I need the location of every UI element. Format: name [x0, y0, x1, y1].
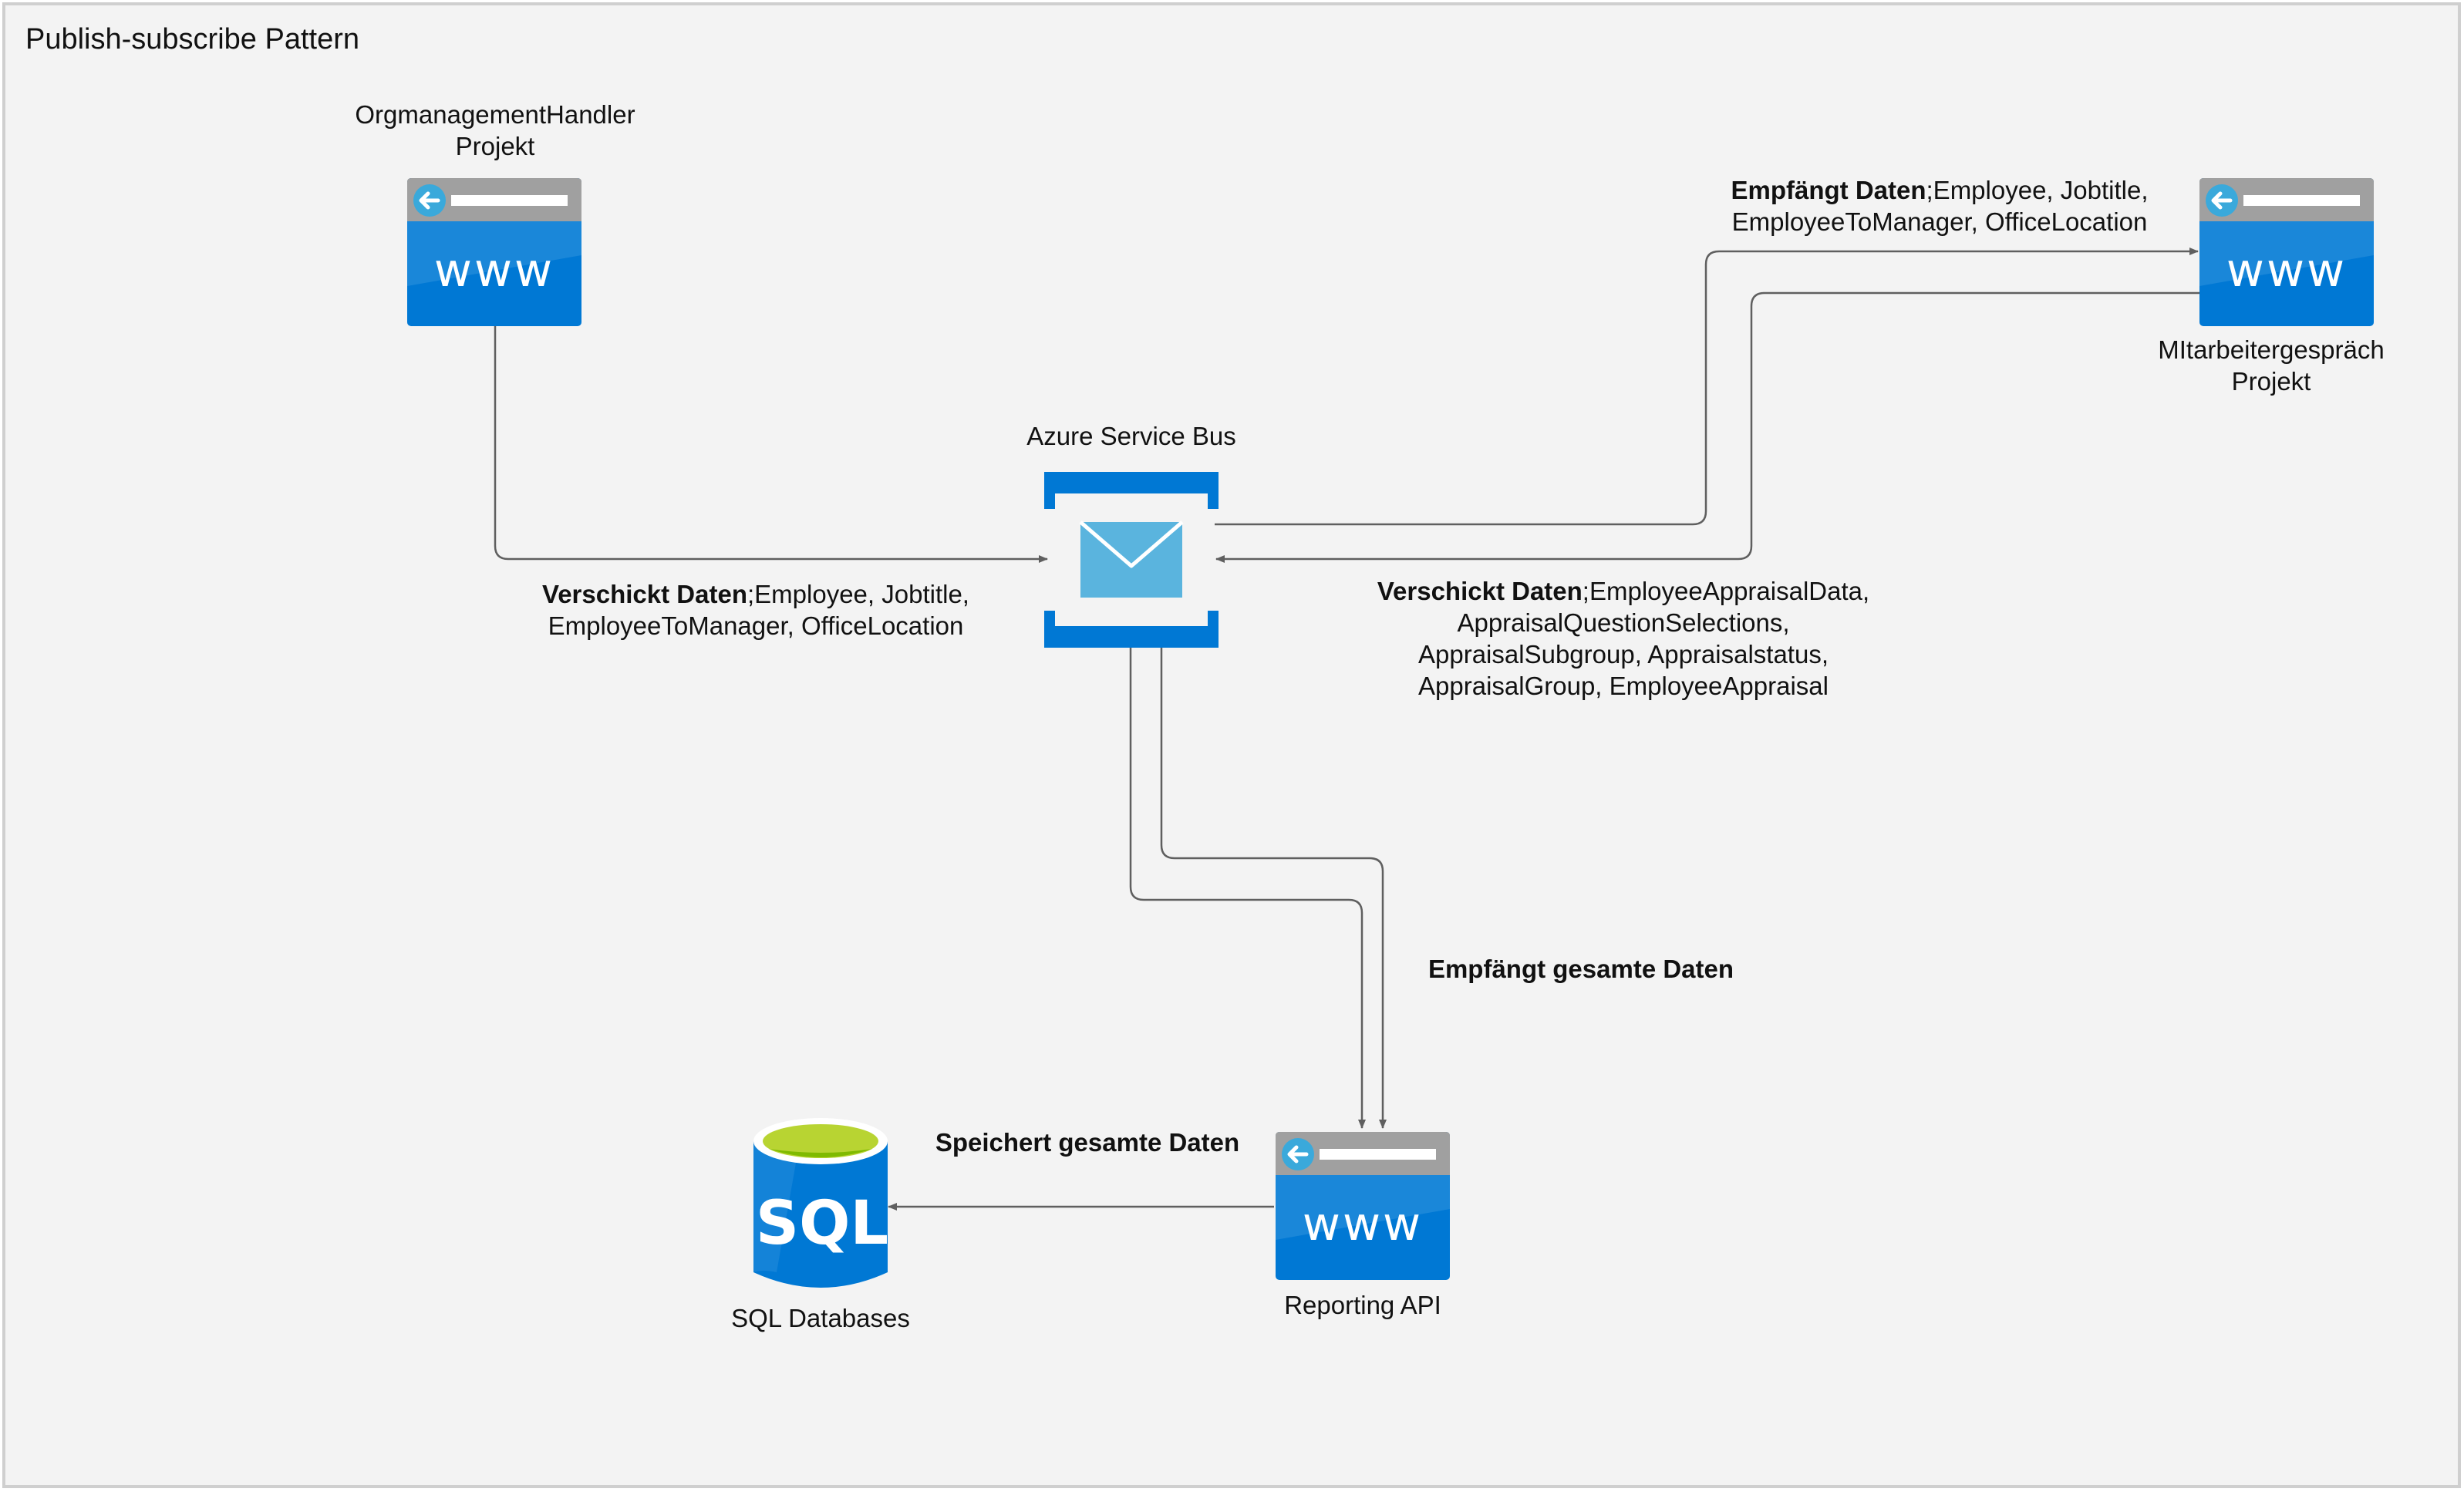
- edge-label-text: ;EmployeeAppraisalData,: [1582, 577, 1870, 605]
- org-handler-web-app-icon: www: [407, 178, 581, 326]
- org-handler-name: OrgmanagementHandler: [355, 100, 635, 129]
- www-glyph: www: [1303, 1197, 1423, 1251]
- edge-label-bold: Verschickt Daten: [1377, 577, 1583, 605]
- www-glyph: www: [2226, 244, 2347, 298]
- www-glyph: www: [434, 244, 554, 298]
- edge-label-bus-to-mitarbeiter: Empfängt Daten;Employee, Jobtitle, Emplo…: [1677, 174, 2202, 237]
- edge-mitarbeiter-to-bus: [1215, 291, 2199, 563]
- edge-label-text: AppraisalGroup, EmployeeAppraisal: [1418, 672, 1829, 700]
- service-bus-label: Azure Service Bus: [1026, 422, 1236, 450]
- reporting-label: Reporting API: [1284, 1291, 1441, 1319]
- edge-label-text: ;Employee, Jobtitle,: [1926, 176, 2149, 204]
- sql-glyph: SQL: [756, 1189, 888, 1258]
- reporting-web-app-icon: www: [1276, 1132, 1450, 1280]
- edge-label-mitarbeiter-to-bus: Verschickt Daten;EmployeeAppraisalData, …: [1334, 575, 1913, 702]
- edge-label-text: EmployeeToManager, OfficeLocation: [548, 611, 964, 640]
- org-handler-label: OrgmanagementHandler Projekt: [324, 99, 666, 162]
- org-handler-sub: Projekt: [455, 132, 535, 160]
- edge-label-bold: Verschickt Daten: [542, 580, 747, 608]
- diagram-title: Publish-subscribe Pattern: [25, 23, 359, 56]
- mitarbeiter-web-app-icon: www: [2199, 178, 2374, 326]
- edge-label-bus-to-reporting: Empfängt gesamte Daten: [1428, 955, 1734, 983]
- mitarbeiter-name: MItarbeitergespräch: [2158, 335, 2385, 364]
- service-bus-envelope-icon: [1044, 472, 1219, 648]
- sql-label: SQL Databases: [731, 1304, 910, 1332]
- edge-label-text: AppraisalQuestionSelections,: [1457, 608, 1790, 637]
- edge-org-to-bus: [494, 324, 1048, 563]
- mitarbeiter-sub: Projekt: [2231, 367, 2311, 396]
- sql-database-icon: SQL: [753, 1118, 888, 1288]
- edge-label-text: ;Employee, Jobtitle,: [747, 580, 969, 608]
- edge-label-reporting-to-sql: Speichert gesamte Daten: [935, 1128, 1240, 1157]
- edge-label-text: AppraisalSubgroup, Appraisalstatus,: [1418, 640, 1829, 669]
- edge-label-bold: Empfängt Daten: [1731, 176, 1926, 204]
- edge-label-org-to-bus: Verschickt Daten;Employee, Jobtitle, Emp…: [494, 578, 1018, 642]
- edge-bus-to-mitarbeiter: [1215, 248, 2199, 526]
- edge-bus-to-reporting-b: [1160, 648, 1387, 1129]
- mitarbeiter-label: MItarbeitergespräch Projekt: [2094, 334, 2449, 397]
- edge-label-text: EmployeeToManager, OfficeLocation: [1731, 207, 2148, 236]
- edge-bus-to-reporting-a: [1129, 648, 1366, 1129]
